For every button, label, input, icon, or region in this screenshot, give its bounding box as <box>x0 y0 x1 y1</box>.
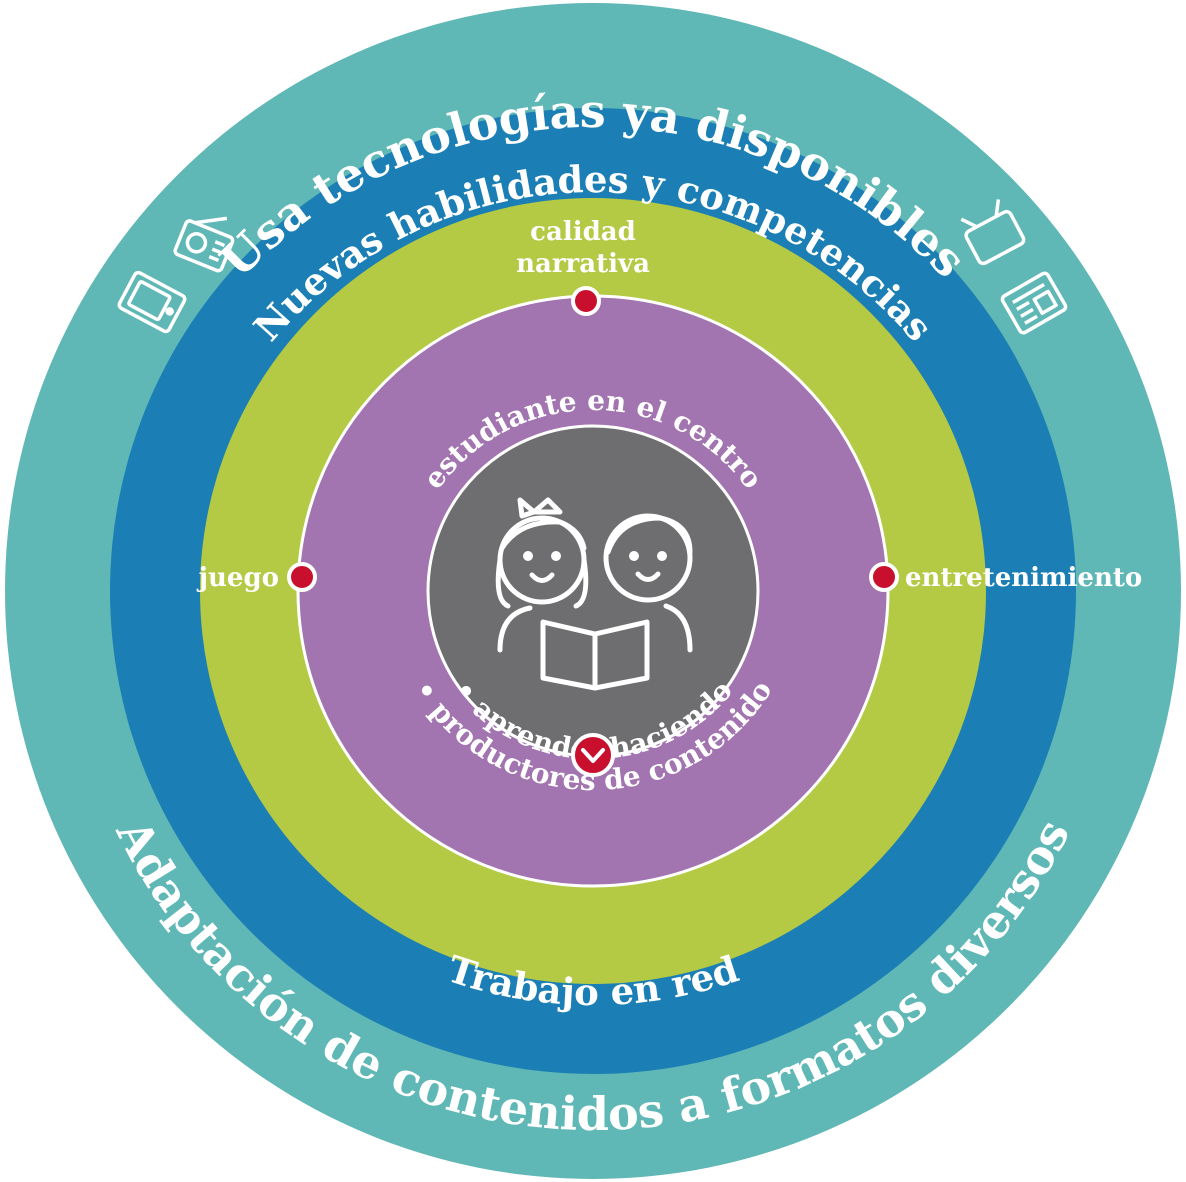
radio-icon <box>173 216 235 273</box>
label-narrativa: narrativa <box>516 249 650 279</box>
label-calidad: calidad <box>530 217 636 247</box>
marker-left <box>287 562 317 592</box>
label-entretenimiento: entretenimiento <box>905 563 1142 593</box>
chevron-down-icon <box>571 733 615 777</box>
marker-right <box>869 562 899 592</box>
marker-top <box>571 286 601 316</box>
newspaper-icon <box>1000 271 1068 335</box>
tablet-icon <box>117 270 187 334</box>
children-reading-icon <box>495 497 693 691</box>
label-juego: juego <box>197 563 279 593</box>
tv-icon <box>960 199 1026 266</box>
